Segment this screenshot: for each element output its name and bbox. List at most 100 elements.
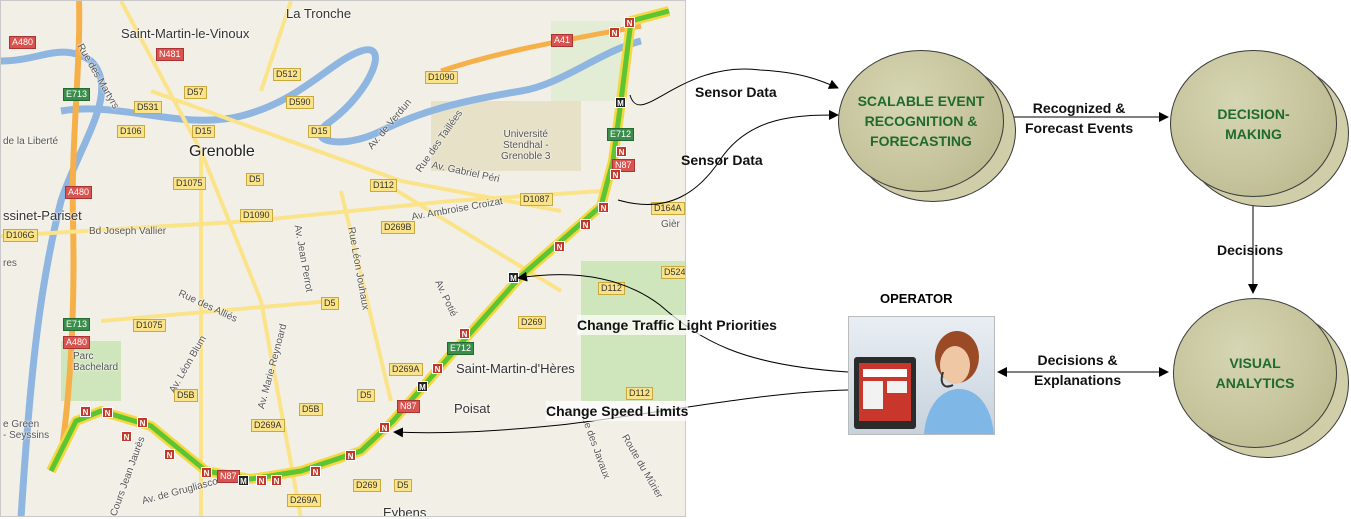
label-sensor-data-1: Sensor Data xyxy=(695,84,777,100)
place-grenoble: Grenoble xyxy=(189,143,255,160)
road-shield: D590 xyxy=(286,96,314,109)
road-shield: D112 xyxy=(598,282,625,295)
sensor-marker: M xyxy=(615,97,626,108)
road-shield: D1090 xyxy=(240,209,273,222)
place-seyssinet-pariset: ssinet-Pariset xyxy=(3,208,82,223)
arrow-sensor-data-1 xyxy=(629,68,839,106)
road-shield: N87 xyxy=(612,159,635,172)
road-shield: D269A xyxy=(287,494,321,507)
sensor-marker: N xyxy=(164,449,175,460)
road-shield: D106G xyxy=(3,229,38,242)
sensor-marker: N xyxy=(102,407,113,418)
sensor-marker: M xyxy=(238,475,249,486)
park-area xyxy=(431,101,581,171)
node-event-recognition: SCALABLE EVENT RECOGNITION & FORECASTING xyxy=(838,50,1004,192)
sensor-marker: N xyxy=(379,422,390,433)
label-decisions: Decisions xyxy=(1217,242,1284,258)
node-visual-analytics: VISUAL ANALYTICS xyxy=(1173,298,1337,448)
road-shield: D5 xyxy=(321,297,339,310)
sensor-marker: N xyxy=(345,450,356,461)
road-shield: D1075 xyxy=(173,177,206,190)
road-shield: A41 xyxy=(551,34,574,47)
place-la-tronche: La Tronche xyxy=(286,6,352,21)
road-shield: D5 xyxy=(394,479,412,492)
secondary-roads xyxy=(1,1,602,516)
label-speed-limits: Change Speed Limits xyxy=(546,401,689,421)
sensor-marker: N xyxy=(580,219,591,230)
road-shield: D15 xyxy=(308,125,331,138)
road-shield: D15 xyxy=(192,125,215,138)
operator-photo xyxy=(848,316,995,435)
city-map: La Tronche Saint-Martin-le-Vinoux Grenob… xyxy=(0,0,686,517)
river xyxy=(60,37,642,146)
place-saint-martin-le-vinoux: Saint-Martin-le-Vinoux xyxy=(121,26,250,41)
operator-title: OPERATOR xyxy=(880,291,953,306)
road-shield: D269 xyxy=(353,479,381,492)
sensor-marker: N xyxy=(121,431,132,442)
road-shield: N481 xyxy=(156,48,184,61)
sensor-marker: N xyxy=(616,146,627,157)
road-shield: A480 xyxy=(9,36,37,49)
place-parc-bachelard: Parc Bachelard xyxy=(73,351,119,373)
road-shield: D531 xyxy=(134,101,162,114)
label-decisions-explanations: Decisions & Explanations xyxy=(1034,352,1122,388)
road-shield: D5B xyxy=(174,389,198,402)
arrow-traffic-light xyxy=(517,271,849,373)
arrow-speed-limits xyxy=(393,389,849,438)
road-shield: A480 xyxy=(65,186,93,199)
sensor-marker: N xyxy=(80,406,91,417)
road-shield: D524 xyxy=(661,266,685,279)
sensor-marker: N xyxy=(137,417,148,428)
road-shield: D269 xyxy=(518,316,546,329)
node-decision-making-label: DECISION- MAKING xyxy=(1217,105,1290,142)
road-shield: A480 xyxy=(63,336,91,349)
sensor-marker: N xyxy=(598,202,609,213)
sensor-marker: N xyxy=(610,169,621,180)
motorway-a480 xyxy=(60,1,83,442)
road-shield: D112 xyxy=(626,387,653,400)
sensor-marker: M xyxy=(417,381,428,392)
street-label: de la Liberté xyxy=(3,136,59,147)
label-sensor-data-2: Sensor Data xyxy=(681,152,763,168)
road-shield: D5 xyxy=(357,389,375,402)
sensor-marker: N xyxy=(459,328,470,339)
sensor-marker: N xyxy=(256,475,267,486)
river xyxy=(1,48,106,516)
label-recognized-events: Recognized & Forecast Events xyxy=(1025,100,1134,136)
place-eybens: Eybens xyxy=(383,505,427,517)
street-label: Bd Joseph Vallier xyxy=(89,226,167,237)
road-shield: E713 xyxy=(63,318,91,331)
road-shield: E712 xyxy=(607,128,635,141)
road-shield: D1087 xyxy=(520,193,553,206)
road-shield: D269A xyxy=(251,419,285,432)
road-shield: D1090 xyxy=(425,71,458,84)
node-event-recognition-label: SCALABLE EVENT RECOGNITION & FORECASTING xyxy=(857,93,985,149)
road-shield: D269A xyxy=(389,363,423,376)
sensor-marker: N xyxy=(201,467,212,478)
node-decision-making: DECISION- MAKING xyxy=(1170,50,1337,197)
operator-illustration xyxy=(854,331,994,434)
road-shield: D164A xyxy=(651,202,685,215)
sensor-marker: N xyxy=(310,466,321,477)
place-gieres: Gièr xyxy=(661,219,680,230)
road-shield: D5B xyxy=(299,403,323,416)
place-universite: Université Stendhal - Grenoble 3 xyxy=(501,129,551,162)
road-shield: E712 xyxy=(447,342,475,355)
road-shield: D269B xyxy=(381,221,415,234)
road-shield: D106 xyxy=(117,125,145,138)
road-shield: N87 xyxy=(397,400,420,413)
road-shield: D112 xyxy=(370,179,397,192)
place-saint-martin-d-heres: Saint-Martin-d'Hères xyxy=(456,361,575,376)
place-seyssins: e Green - Seyssins xyxy=(3,419,50,441)
road-shield: E713 xyxy=(63,88,91,101)
sensor-marker: N xyxy=(554,241,565,252)
sensor-marker: N xyxy=(432,363,443,374)
place-poisat: Poisat xyxy=(454,401,491,416)
road-shield: D512 xyxy=(273,68,301,81)
road-shield: D5 xyxy=(246,173,264,186)
arrow-sensor-data-2 xyxy=(617,110,839,205)
road-shield: D1075 xyxy=(133,319,166,332)
sensor-marker: N xyxy=(609,27,620,38)
node-visual-analytics-label: VISUAL ANALYTICS xyxy=(1215,355,1295,391)
